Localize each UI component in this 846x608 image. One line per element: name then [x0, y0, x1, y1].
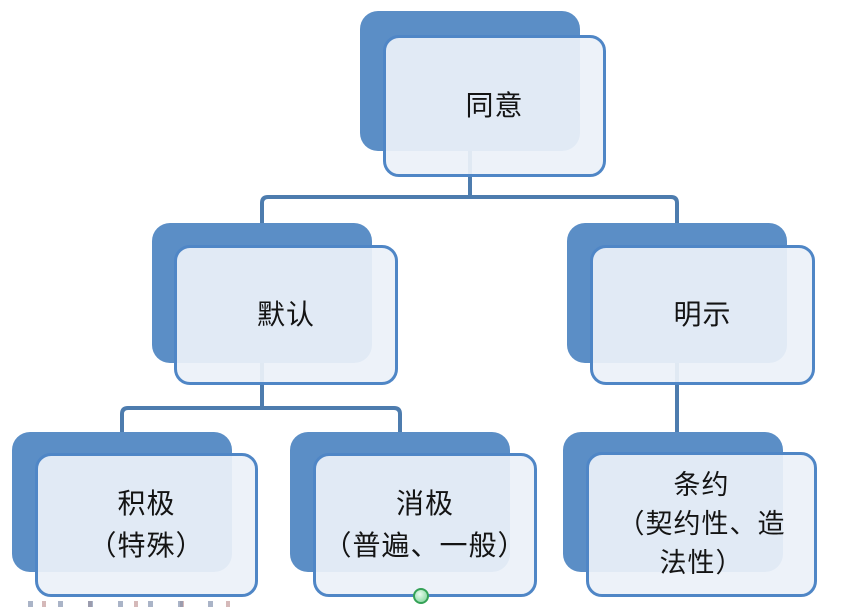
node-treaty-sublabel-line2: 法性） [659, 548, 744, 579]
selection-handle-icon[interactable] [413, 588, 429, 604]
node-negative-sublabel: （普遍、一般） [323, 530, 527, 561]
node-consent[interactable]: 同意 [383, 35, 606, 177]
node-positive-sublabel: （特殊） [88, 530, 205, 561]
node-treaty[interactable]: 条约 （契约性、造 法性） [586, 452, 817, 597]
node-express[interactable]: 明示 [590, 245, 815, 385]
node-express-label: 明示 [673, 299, 732, 330]
node-positive-label: 积极 [117, 488, 176, 519]
clipped-text-fragment [28, 601, 236, 607]
node-negative-label: 消极 [395, 488, 454, 519]
node-consent-label: 同意 [465, 90, 524, 121]
node-tacit[interactable]: 默认 [174, 245, 398, 385]
node-treaty-sublabel-line1: （契约性、造 [617, 508, 786, 539]
node-tacit-label: 默认 [256, 299, 315, 330]
node-treaty-label: 条约 [673, 469, 730, 500]
node-negative[interactable]: 消极 （普遍、一般） [313, 453, 537, 597]
node-positive[interactable]: 积极 （特殊） [35, 453, 258, 597]
